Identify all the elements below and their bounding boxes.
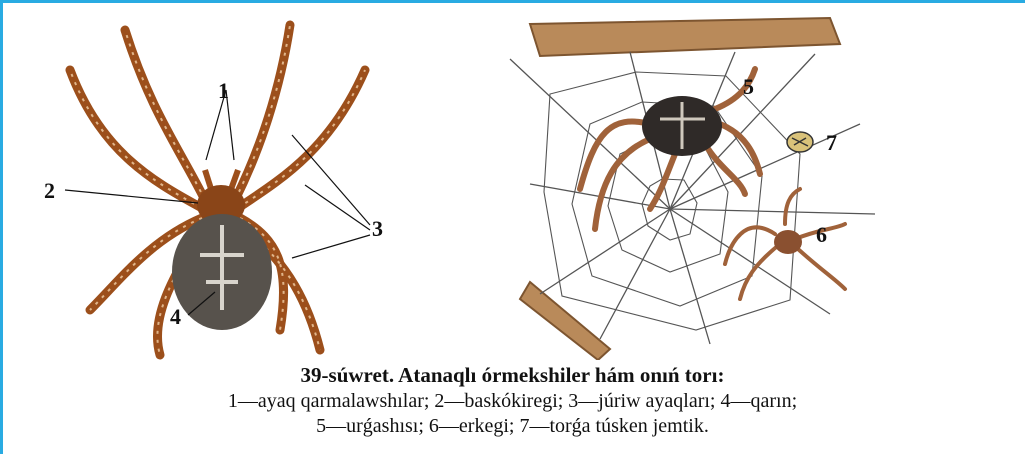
- callout-5: 5: [743, 74, 754, 100]
- caption-line-1: 1—ayaq qarmalawshılar; 2—baskókiregi; 3—…: [0, 389, 1025, 414]
- callout-4: 4: [170, 304, 181, 330]
- caption-line-2: 5—urǵashısı; 6—erkegi; 7—torǵa túsken je…: [0, 414, 1025, 439]
- spider-drawing: [30, 10, 450, 365]
- figure: 1 2 3 4: [0, 0, 1025, 370]
- prey-insect: [787, 132, 813, 152]
- callout-7: 7: [826, 130, 837, 156]
- callout-3: 3: [372, 216, 383, 242]
- caption-title: 39-súwret. Atanaqlı órmekshiler hám onıń…: [0, 362, 1025, 389]
- callout-2: 2: [44, 178, 55, 204]
- branch-top: [530, 18, 840, 56]
- web-illustration: 5 6 7: [500, 14, 880, 360]
- web-drawing: [500, 14, 880, 360]
- female-spider: [580, 69, 760, 229]
- branch-bottom: [520, 282, 610, 360]
- spider-illustration: 1 2 3 4: [30, 10, 450, 365]
- callout-1: 1: [218, 78, 229, 104]
- figure-caption: 39-súwret. Atanaqlı órmekshiler hám onıń…: [0, 362, 1025, 439]
- male-spider: [725, 189, 845, 299]
- callout-6: 6: [816, 222, 827, 248]
